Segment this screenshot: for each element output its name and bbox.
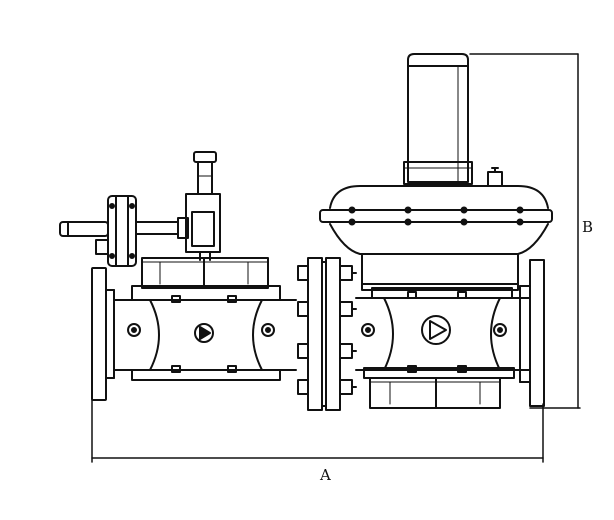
dimension-a bbox=[91, 399, 544, 463]
regulator-bottom-housing bbox=[369, 377, 501, 409]
right-outlet-flange bbox=[519, 259, 545, 407]
left-inlet-flange bbox=[91, 267, 115, 401]
center-flange-pair bbox=[297, 257, 357, 411]
left-top-filter-housing bbox=[141, 257, 269, 289]
pilot-valve-assembly bbox=[59, 151, 221, 267]
regulator-valve-body bbox=[355, 287, 531, 379]
dimension-a-label: A bbox=[319, 466, 331, 484]
dimension-b-label: B bbox=[582, 218, 593, 236]
regulator-actuator-cylinder bbox=[403, 53, 473, 185]
dimension-b bbox=[469, 53, 581, 409]
regulator-diaphragm-housing bbox=[319, 167, 553, 291]
left-valve-body bbox=[113, 285, 297, 381]
